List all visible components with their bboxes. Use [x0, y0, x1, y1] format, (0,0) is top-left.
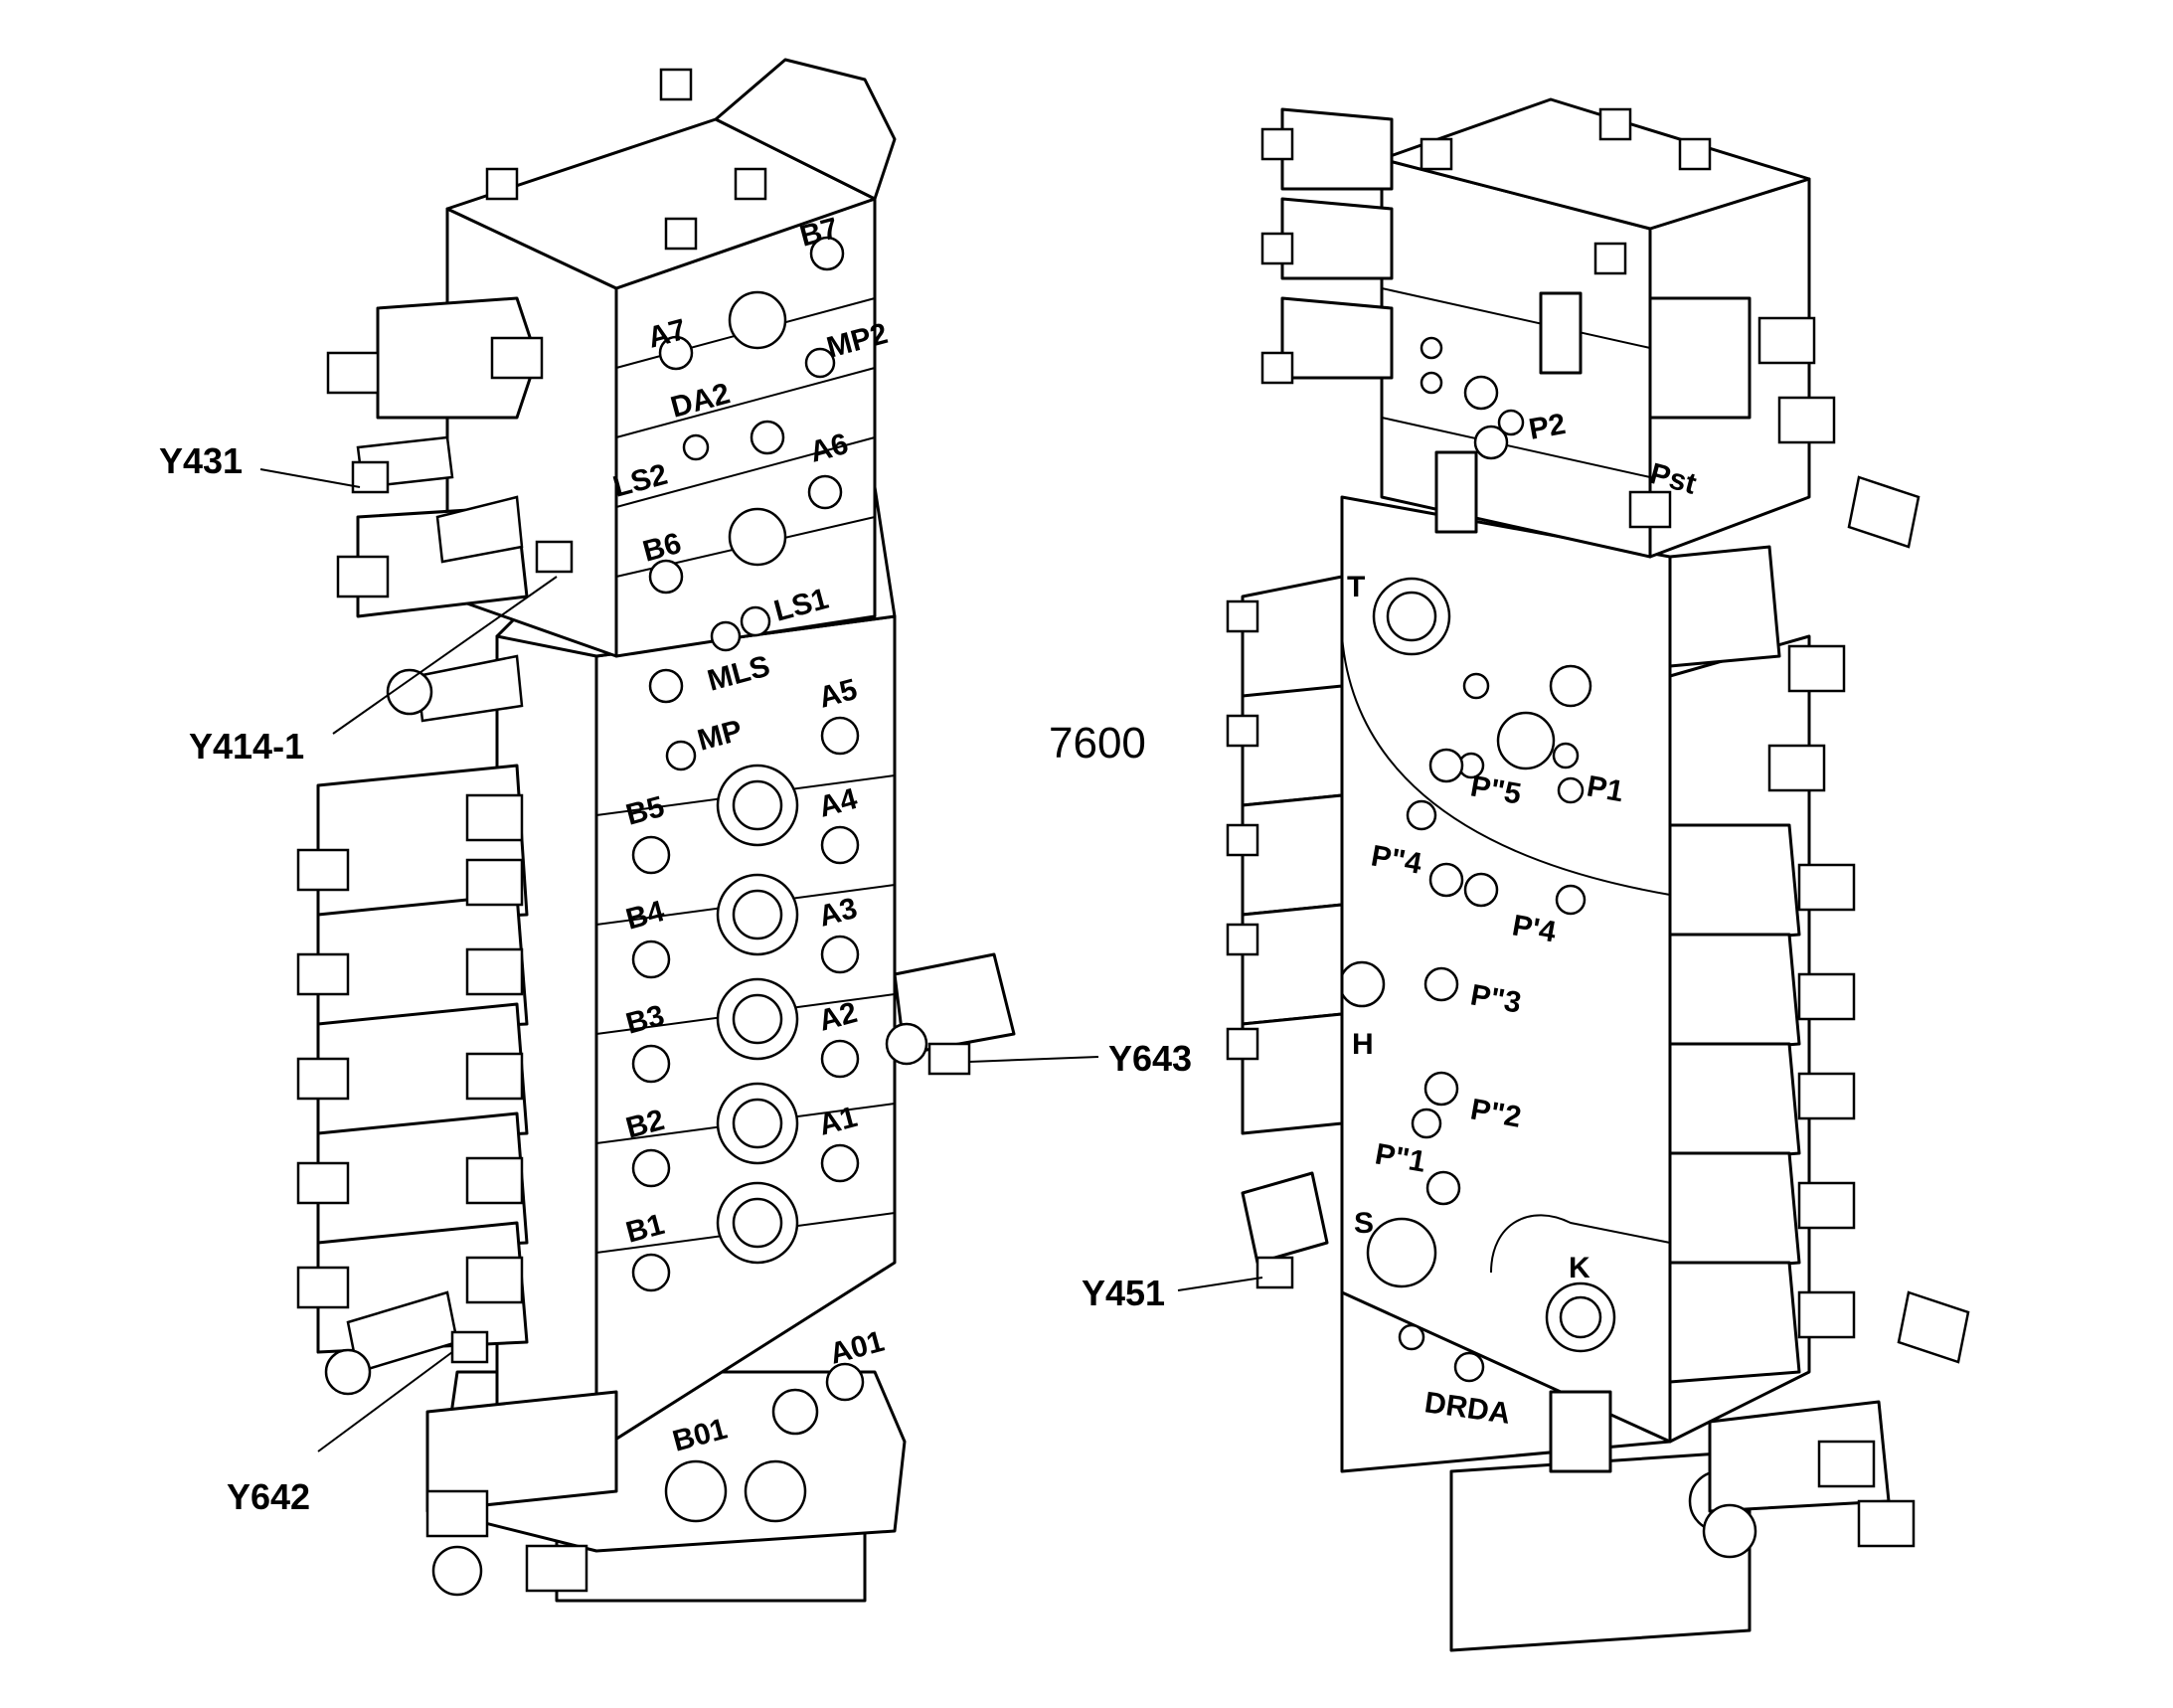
port-a01-label: A01	[826, 1325, 888, 1371]
right-block-right-coils	[1628, 296, 1970, 1559]
callout-y414-1: Y414-1	[189, 726, 304, 767]
port-k-label: K	[1569, 1252, 1590, 1284]
port-p1-label: P1	[1585, 769, 1626, 808]
port-t-label: T	[1347, 571, 1365, 603]
port-p4d-label: P'4	[1510, 909, 1559, 948]
callout-y451: Y451	[1082, 1273, 1165, 1313]
callout-y643: Y643	[1108, 1038, 1192, 1079]
port-s-label: S	[1354, 1207, 1374, 1240]
figure-number: 7600	[1049, 719, 1146, 768]
right-valve-assembly	[1226, 97, 1970, 1652]
y643-solenoid	[885, 952, 1016, 1076]
port-p2-label: P2	[1526, 408, 1568, 446]
callout-y642: Y642	[227, 1476, 310, 1517]
left-valve-port-labels: A7 B7 MP2 DA2 LS2 A6 B6 LS1 MLS MP A5 B5…	[609, 212, 891, 1458]
callout-y431: Y431	[159, 440, 243, 481]
right-valve-port-labels: P2 Pst T P1 P"5 P"4 P'4 P"3 H P"2 P"1 S …	[1347, 408, 1700, 1431]
callout-leaders	[259, 468, 1263, 1452]
port-h-label: H	[1352, 1028, 1374, 1061]
callout-labels: Y431 Y414-1 Y642 Y643 Y451	[159, 440, 1192, 1517]
right-block-left-coils	[1226, 107, 1394, 1289]
left-valve-assembly	[296, 58, 1016, 1603]
